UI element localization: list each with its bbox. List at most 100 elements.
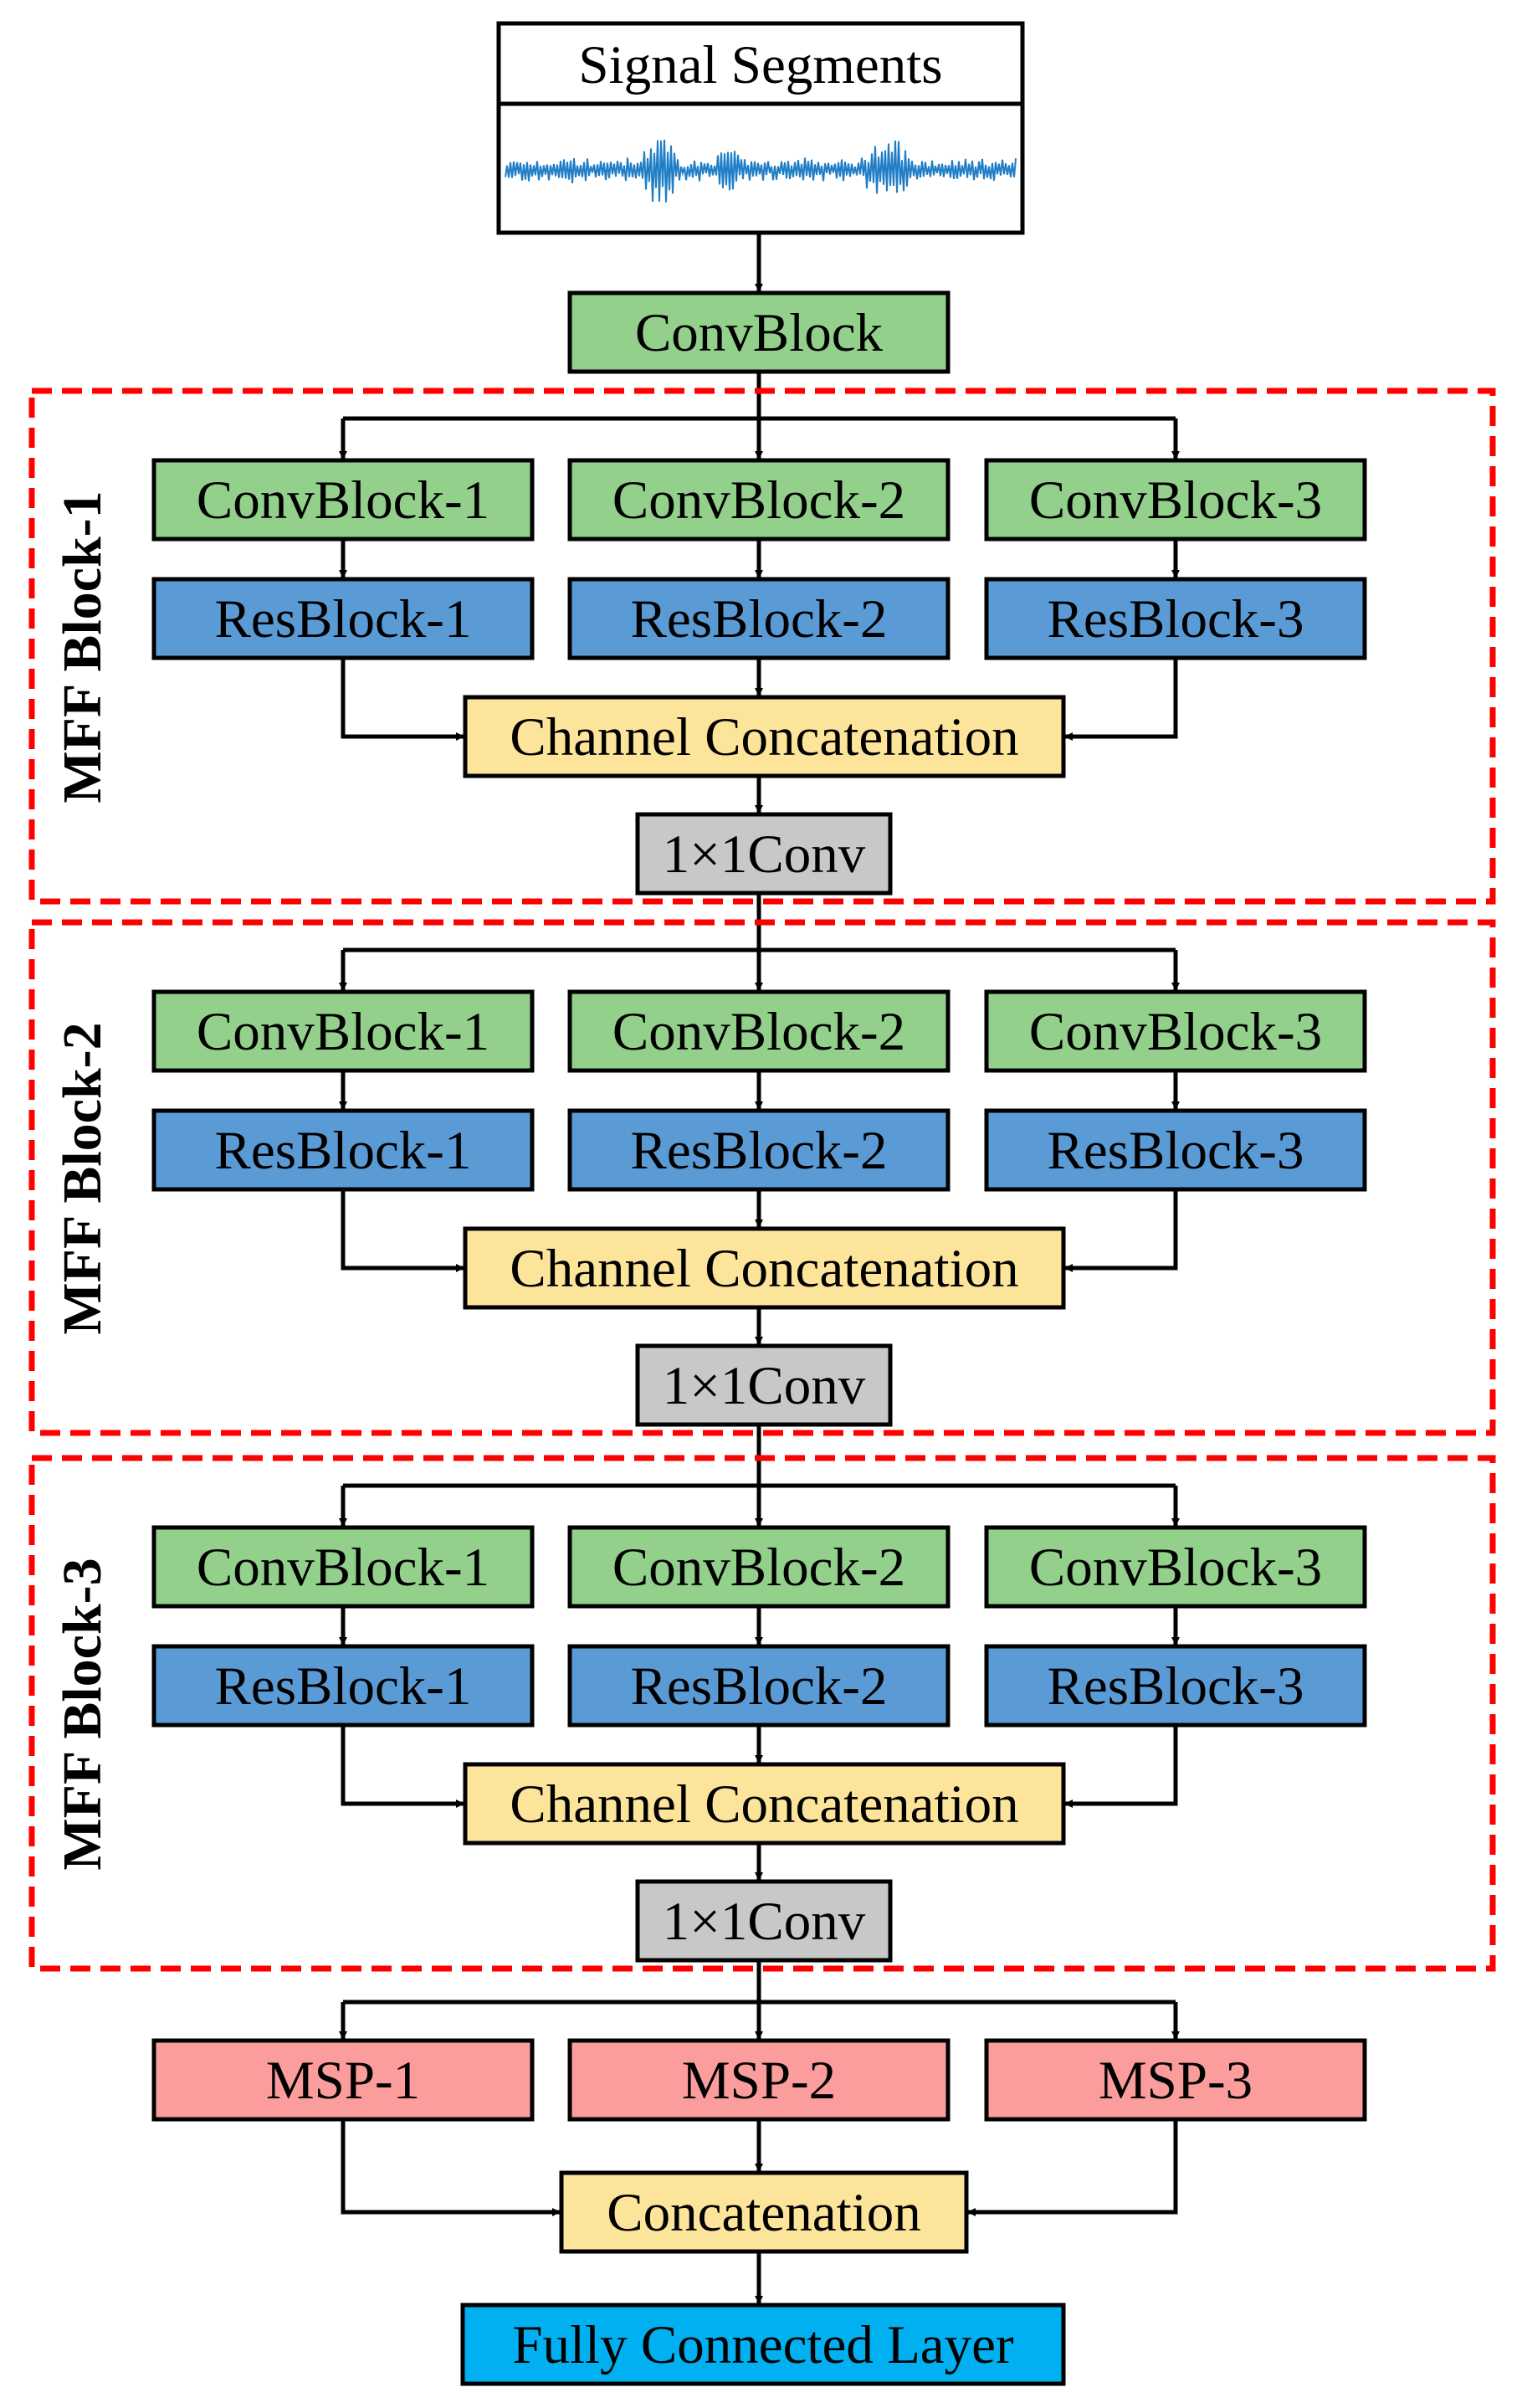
- mff-block-3-resblock-1-frame: [151, 1644, 535, 1728]
- mff-block-3-channel-concatenation: Channel Concatenation: [463, 1762, 1066, 1846]
- mff-block-2-convblock-1-label: ConvBlock-1: [197, 1002, 489, 1062]
- mff-block-3-resblock-2-frame: [567, 1644, 951, 1728]
- mff-block-2-channel-concatenation: Channel Concatenation: [463, 1226, 1066, 1310]
- signal-segments-box: Signal Segments: [496, 21, 1025, 235]
- mff-block-3-conv1x1: 1×1Conv: [635, 1879, 893, 1963]
- signal-segments-label: Signal Segments: [578, 35, 942, 95]
- mff-block-1-label: MFF Block-1: [52, 490, 113, 803]
- final-concatenation-frame: [559, 2170, 969, 2254]
- mff-block-3-res-right-to-concat: [1064, 1725, 1178, 1808]
- mff-block-2-conv1x1: 1×1Conv: [635, 1343, 893, 1427]
- mff-block-3-convblock-1-frame: [151, 1525, 535, 1609]
- mff-block-3-frame: [28, 1455, 1496, 1972]
- mff-block-1-resblock-2: ResBlock-2: [567, 577, 951, 660]
- mff-block-2-resblock-3-frame: [984, 1108, 1367, 1192]
- mff-block-1-channel-concatenation-label: Channel Concatenation: [510, 707, 1018, 768]
- mff-block-3-conv1x1-label: 1×1Conv: [663, 1892, 866, 1952]
- stem-convblock-label: ConvBlock: [635, 303, 884, 363]
- mff-block-3-resblock-3: ResBlock-3: [984, 1644, 1367, 1728]
- mff-block-3-conv1x1-frame: [635, 1879, 893, 1963]
- mff-block-2-convblock-3-frame: [984, 989, 1367, 1073]
- signal-segments-frame: [496, 21, 1025, 235]
- mff-block-1-convblock-2-label: ConvBlock-2: [612, 470, 905, 531]
- signal-waveform: [505, 139, 1017, 203]
- msp-right-to-concat: [967, 2119, 1178, 2216]
- mff-block-2-conv1x1-frame: [635, 1343, 893, 1427]
- mff-block-3-convblock-2: ConvBlock-2: [567, 1525, 951, 1609]
- mff-block-3-resblock-1-label: ResBlock-1: [215, 1656, 472, 1717]
- stem-convblock-frame: [567, 290, 951, 374]
- mff-block-3-channel-concatenation-label: Channel Concatenation: [510, 1774, 1018, 1835]
- fully-connected-layer-label: Fully Connected Layer: [512, 2315, 1014, 2375]
- mff-block-2-resblock-1-frame: [151, 1108, 535, 1192]
- mff-block-2-convblock-3: ConvBlock-3: [984, 989, 1367, 1073]
- mff-block-3-convblock-2-frame: [567, 1525, 951, 1609]
- mff-block-2-resblock-3: ResBlock-3: [984, 1108, 1367, 1192]
- mff-block-2-convblock-3-label: ConvBlock-3: [1029, 1002, 1322, 1062]
- msp-2-label: MSP-2: [682, 2051, 836, 2111]
- fully-connected-layer: Fully Connected Layer: [460, 2303, 1066, 2386]
- stem-convblock: ConvBlock: [567, 290, 951, 374]
- mff-block-1-frame: [28, 388, 1496, 905]
- mff-block-3-resblock-3-frame: [984, 1644, 1367, 1728]
- mff-block-3-convblock-3-label: ConvBlock-3: [1029, 1538, 1322, 1598]
- msp-3-frame: [984, 2038, 1367, 2122]
- mff-block-2-channel-concatenation-label: Channel Concatenation: [510, 1239, 1018, 1299]
- mff-block-1-conv1x1: 1×1Conv: [635, 812, 893, 896]
- mff-block-1-convblock-3-label: ConvBlock-3: [1029, 470, 1322, 531]
- msp-3-label: MSP-3: [1099, 2051, 1253, 2111]
- mff-block-2-resblock-2: ResBlock-2: [567, 1108, 951, 1192]
- mff-block-2-convblock-2-label: ConvBlock-2: [612, 1002, 905, 1062]
- mff-block-3-convblock-1: ConvBlock-1: [151, 1525, 535, 1609]
- mff-block-1-res-right-to-concat: [1064, 658, 1178, 741]
- mff-block-2-label: MFF Block-2: [52, 1022, 113, 1334]
- msp-1: MSP-1: [151, 2038, 535, 2122]
- mff-block-2-resblock-2-label: ResBlock-2: [631, 1121, 888, 1181]
- mff-block-3-label: MFF Block-3: [52, 1558, 113, 1870]
- mff-block-1-convblock-2-frame: [567, 458, 951, 542]
- mff-block-1-conv1x1-label: 1×1Conv: [663, 824, 866, 885]
- mff-block-1-resblock-2-frame: [567, 577, 951, 660]
- mff-block-3-convblock-2-label: ConvBlock-2: [612, 1538, 905, 1598]
- mff-block-1-resblock-1-frame: [151, 577, 535, 660]
- mff-block-2-resblock-1-label: ResBlock-1: [215, 1121, 472, 1181]
- mff-block-3-channel-concatenation-frame: [463, 1762, 1066, 1846]
- mff-block-1-resblock-3: ResBlock-3: [984, 577, 1367, 660]
- mff-block-2-res-left-to-concat: [341, 1189, 464, 1272]
- mff-block-3-resblock-2: ResBlock-2: [567, 1644, 951, 1728]
- mff-block-1-convblock-3: ConvBlock-3: [984, 458, 1367, 542]
- msp-3: MSP-3: [984, 2038, 1367, 2122]
- msp-1-frame: [151, 2038, 535, 2122]
- mff-block-1-convblock-1-frame: [151, 458, 535, 542]
- fully-connected-layer-frame: [460, 2303, 1066, 2386]
- mff-block-1: MFF Block-1: [28, 388, 1496, 905]
- mff-block-2-convblock-1-frame: [151, 989, 535, 1073]
- msp-2-frame: [567, 2038, 951, 2122]
- mff-block-1-resblock-1: ResBlock-1: [151, 577, 535, 660]
- msp-1-label: MSP-1: [266, 2051, 420, 2111]
- mff-block-2-resblock-2-frame: [567, 1108, 951, 1192]
- mff-block-2-frame: [28, 919, 1496, 1436]
- mff-block-1-convblock-3-frame: [984, 458, 1367, 542]
- mff-block-1-convblock-1: ConvBlock-1: [151, 458, 535, 542]
- final-concatenation: Concatenation: [559, 2170, 969, 2254]
- mff-block-1-resblock-3-frame: [984, 577, 1367, 660]
- mff-block-2-channel-concatenation-frame: [463, 1226, 1066, 1310]
- mff-block-2-convblock-2: ConvBlock-2: [567, 989, 951, 1073]
- mff-block-3-convblock-3-frame: [984, 1525, 1367, 1609]
- mff-block-1-res-left-to-concat: [341, 658, 464, 741]
- mff-block-1-conv1x1-frame: [635, 812, 893, 896]
- mff-block-2-convblock-2-frame: [567, 989, 951, 1073]
- mff-block-2-resblock-1: ResBlock-1: [151, 1108, 535, 1192]
- mff-block-3-convblock-1-label: ConvBlock-1: [197, 1538, 489, 1598]
- mff-block-1-resblock-2-label: ResBlock-2: [631, 589, 888, 649]
- mff-block-3-convblock-3: ConvBlock-3: [984, 1525, 1367, 1609]
- mff-block-3-resblock-2-label: ResBlock-2: [631, 1656, 888, 1717]
- mff-block-2: MFF Block-2: [28, 919, 1496, 1436]
- mff-block-3-resblock-3-label: ResBlock-3: [1048, 1656, 1304, 1717]
- mff-block-1-channel-concatenation: Channel Concatenation: [463, 695, 1066, 778]
- box-layer: Signal SegmentsConvBlockConvBlock-1ResBl…: [151, 21, 1367, 2386]
- msp-left-to-concat: [341, 2119, 561, 2216]
